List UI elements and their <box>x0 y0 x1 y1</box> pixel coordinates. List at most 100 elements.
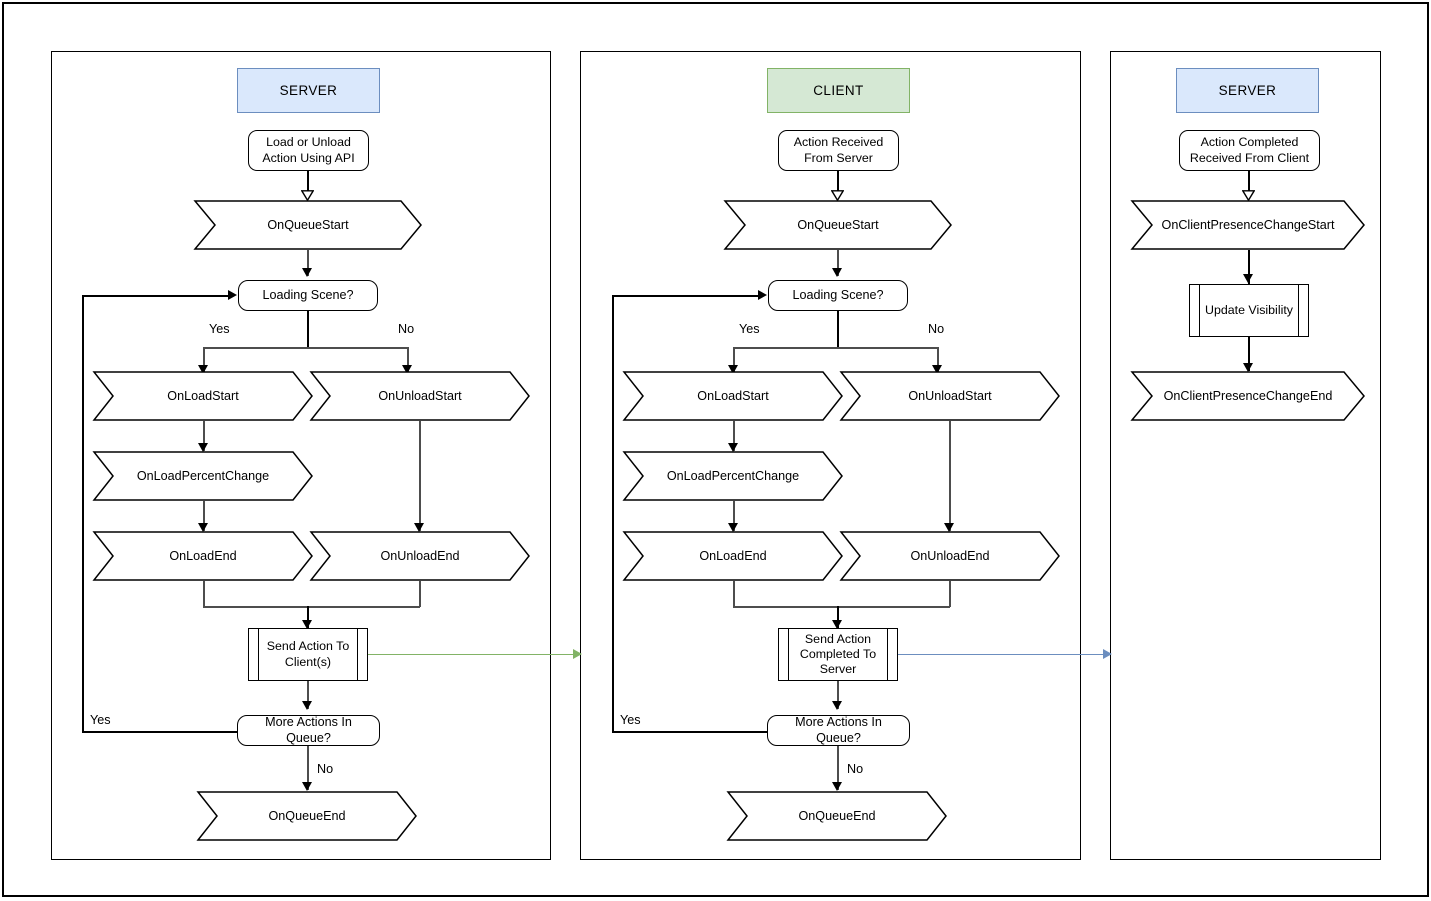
arrowhead-loadend-s1 <box>198 523 208 532</box>
arrowhead-yes-s1 <box>198 365 208 374</box>
arrowhead-more-c <box>832 701 842 710</box>
node-onloadpercentchange-server-left: OnLoadPercentChange <box>93 451 313 501</box>
connector-unloadend-down-s1 <box>419 581 421 607</box>
node-start-server-right-label: Action Completed Received From Client <box>1189 135 1310 165</box>
cross-link-server-to-client-arrowhead <box>573 649 582 659</box>
node-onloadstart-client: OnLoadStart <box>623 371 843 421</box>
node-update-visibility: Update Visibility <box>1189 284 1309 337</box>
arrowhead-presenceend <box>1243 363 1253 372</box>
connector-branch-bus-s1 <box>203 347 407 349</box>
node-onunloadstart-server-left: OnUnloadStart <box>310 371 530 421</box>
connector-percent-to-loadend-c <box>733 501 735 531</box>
node-send-action-to-clients-label: Send Action To Client(s) <box>266 639 350 669</box>
arrowhead-loop-yes-c <box>758 290 767 300</box>
cross-link-server-to-client-line <box>368 654 575 655</box>
node-onloadend-server-left: OnLoadEnd <box>93 531 313 581</box>
connector-yes-down-s1 <box>203 347 205 373</box>
connector-no-down-c <box>937 347 939 373</box>
connector-unloadend-down-c <box>949 581 951 607</box>
connector-merge-to-send-c <box>837 606 839 628</box>
connector-branch-bus-c <box>733 347 937 349</box>
node-onqueuestart-client: OnQueueStart <box>724 200 952 250</box>
arrowhead-percent-s1 <box>198 443 208 452</box>
edge-label-exit-no-s1: No <box>317 762 334 776</box>
edge-label-loop-yes-s1: Yes <box>90 713 111 727</box>
role-header-server-left-label: SERVER <box>279 83 338 98</box>
connector-loop-yes-v-c <box>612 295 614 732</box>
connector-loadend-down-c <box>733 581 735 607</box>
connector-percent-to-loadend-s1 <box>203 501 205 531</box>
node-onqueuestart-server-left: OnQueueStart <box>194 200 422 250</box>
arrowhead-loop-yes-s1 <box>228 290 237 300</box>
arrowhead-more-s1 <box>302 701 312 710</box>
connector-queuestart-to-decision-s1 <box>307 250 309 276</box>
connector-queuestart-to-decision-c <box>837 250 839 276</box>
arrowhead-loadend-c <box>728 523 738 532</box>
arrowhead-decision-s1 <box>302 268 312 277</box>
node-loading-scene-client: Loading Scene? <box>768 280 908 311</box>
connector-loop-yes-h-s1 <box>82 731 238 733</box>
connector-decision-split-s1 <box>307 311 309 347</box>
edge-label-no-s1: No <box>398 322 415 336</box>
node-update-visibility-label: Update Visibility <box>1205 302 1293 317</box>
node-start-client: Action Received From Server <box>778 130 899 171</box>
connector-send-to-more-c <box>837 681 839 709</box>
node-more-actions-client-label: More Actions In Queue? <box>795 715 882 745</box>
connector-send-to-more-s1 <box>307 681 309 709</box>
node-more-actions-server-left: More Actions In Queue? <box>237 715 380 746</box>
connector-start-to-presencestart <box>1248 171 1250 199</box>
arrowhead-no-c <box>932 365 942 374</box>
node-onunloadstart-client: OnUnloadStart <box>840 371 1060 421</box>
node-loading-scene-server-left-label: Loading Scene? <box>262 287 354 302</box>
connector-loop-yes-top-s1 <box>82 295 228 297</box>
node-start-client-label: Action Received From Server <box>793 135 884 165</box>
node-onloadend-client: OnLoadEnd <box>623 531 843 581</box>
connector-update-to-presenceend <box>1248 337 1250 371</box>
connector-merge-bus-s1 <box>203 606 420 608</box>
edge-label-exit-no-c: No <box>847 762 864 776</box>
connector-loadend-down-s1 <box>203 581 205 607</box>
connector-unloadstart-to-unloadend-c <box>949 421 951 531</box>
role-header-server-right: SERVER <box>1176 68 1319 113</box>
node-start-server-left: Load or Unload Action Using API <box>248 130 369 171</box>
connector-presencestart-to-update <box>1248 250 1250 284</box>
connector-more-to-queueend-c <box>837 746 839 790</box>
arrowhead-percent-c <box>728 443 738 452</box>
node-onloadpercentchange-client: OnLoadPercentChange <box>623 451 843 501</box>
node-onunloadend-client: OnUnloadEnd <box>840 531 1060 581</box>
node-onunloadend-server-left: OnUnloadEnd <box>310 531 530 581</box>
connector-no-down-s1 <box>407 347 409 373</box>
arrowhead-send-s1 <box>302 620 312 629</box>
arrowhead-queueend-c <box>832 782 842 791</box>
connector-more-to-queueend-s1 <box>307 746 309 790</box>
node-more-actions-client: More Actions In Queue? <box>767 715 910 746</box>
node-onloadstart-server-left: OnLoadStart <box>93 371 313 421</box>
arrowhead-open-c <box>831 190 844 201</box>
node-loading-scene-client-label: Loading Scene? <box>792 287 884 302</box>
connector-start-to-queuestart-c <box>837 171 839 199</box>
arrowhead-open-s1 <box>301 190 314 201</box>
cross-link-client-to-server-line <box>898 654 1105 655</box>
connector-unloadstart-to-unloadend-s1 <box>419 421 421 531</box>
node-onqueueend-server-left: OnQueueEnd <box>197 791 417 841</box>
node-start-server-right: Action Completed Received From Client <box>1179 130 1320 171</box>
arrowhead-open-s2 <box>1242 190 1255 201</box>
node-start-server-left-label: Load or Unload Action Using API <box>262 135 355 165</box>
node-send-action-completed-to-server-label: Send Action Completed To Server <box>799 631 877 677</box>
panel-server-right <box>1110 51 1381 860</box>
connector-merge-to-send-s1 <box>307 606 309 628</box>
role-header-client-label: CLIENT <box>813 83 864 98</box>
node-send-action-completed-to-server: Send Action Completed To Server <box>778 628 898 681</box>
connector-loadstart-to-percent-c <box>733 421 735 451</box>
node-onclientpresencechangestart: OnClientPresenceChangeStart <box>1131 200 1365 250</box>
connector-decision-split-c <box>837 311 839 347</box>
connector-loop-yes-top-c <box>612 295 758 297</box>
connector-loadstart-to-percent-s1 <box>203 421 205 451</box>
node-onqueueend-client: OnQueueEnd <box>727 791 947 841</box>
connector-yes-down-c <box>733 347 735 373</box>
connector-loop-yes-v-s1 <box>82 295 84 732</box>
edge-label-yes-s1: Yes <box>209 322 230 336</box>
node-send-action-to-clients: Send Action To Client(s) <box>248 628 368 681</box>
